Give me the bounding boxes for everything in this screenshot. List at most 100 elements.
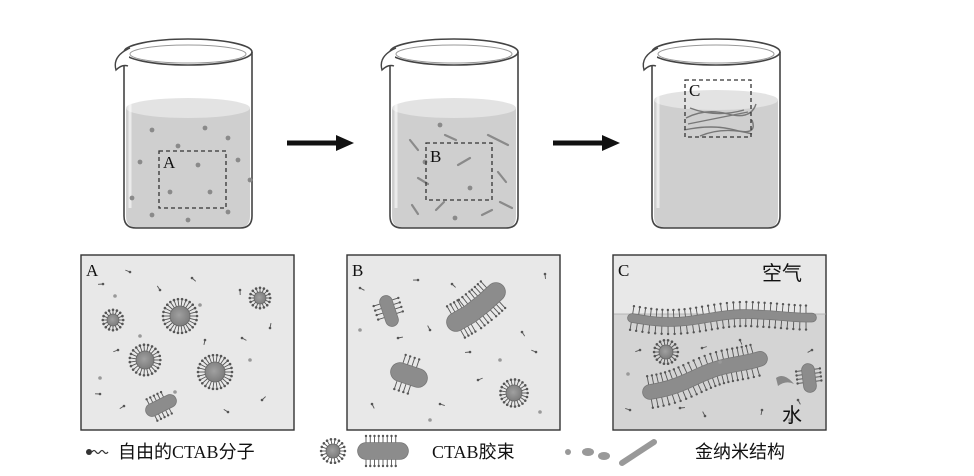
- ctab-head: [731, 347, 733, 349]
- ctab-head: [521, 331, 524, 334]
- water-label: 水: [782, 406, 802, 426]
- ctab-head: [713, 304, 715, 306]
- ctab-head: [135, 371, 138, 374]
- ctab-head: [506, 380, 509, 383]
- ctab-head: [819, 371, 821, 373]
- gold-seed: [113, 294, 117, 298]
- ctab-head: [108, 309, 111, 312]
- ctab-head: [102, 283, 105, 286]
- ctab-head: [733, 325, 735, 327]
- ctab-particle: [186, 218, 191, 223]
- ctab-particle: [226, 136, 231, 141]
- ctab-head: [227, 411, 230, 414]
- ctab-head: [390, 435, 392, 437]
- ctab-head: [776, 302, 778, 304]
- rod-core: [808, 370, 810, 386]
- gold-seed: [98, 376, 102, 380]
- ctab-head: [378, 435, 380, 437]
- panel-c-label: C: [618, 262, 629, 279]
- micelle-core: [254, 292, 266, 304]
- micelle-core: [170, 306, 190, 326]
- ctab-head: [774, 326, 776, 328]
- beaker-solution: [392, 108, 516, 228]
- ctab-head: [173, 299, 176, 302]
- ctab-head: [654, 355, 657, 358]
- gold-rod: [622, 442, 654, 463]
- gold-seed: [626, 372, 630, 376]
- ctab-head: [518, 404, 521, 407]
- ctab-head: [169, 301, 172, 304]
- legend-micelle-text: CTAB胶束: [432, 443, 515, 461]
- ctab-head: [195, 319, 198, 322]
- ctab-head: [663, 362, 666, 365]
- micelle-core: [107, 314, 119, 326]
- beaker-rim-inner: [130, 45, 246, 63]
- ctab-head: [160, 418, 162, 420]
- ctab-head: [518, 379, 521, 382]
- ctab-head: [704, 415, 707, 418]
- ctab-head: [375, 314, 377, 316]
- panel-frame: [81, 255, 294, 430]
- ctab-head: [223, 357, 226, 360]
- ctab-head: [154, 348, 157, 351]
- ctab-head: [654, 347, 657, 350]
- ctab-head: [500, 386, 503, 389]
- arrow-head: [336, 135, 354, 151]
- ctab-head: [166, 303, 169, 306]
- ctab-head: [732, 301, 734, 303]
- ctab-head: [723, 382, 725, 384]
- ctab-head: [162, 315, 165, 318]
- ctab-head: [212, 388, 215, 391]
- ctab-head: [157, 351, 160, 354]
- ctab-head: [204, 339, 207, 342]
- ctab-head: [526, 388, 529, 391]
- ctab-head: [377, 318, 379, 320]
- ctab-head: [654, 332, 656, 334]
- ctab-head: [374, 309, 376, 311]
- ctab-head: [229, 363, 232, 366]
- ctab-head: [667, 339, 670, 342]
- ctab-head: [650, 308, 652, 310]
- ctab-head: [151, 345, 154, 348]
- ctab-head: [338, 439, 341, 442]
- ctab-head: [112, 309, 115, 312]
- ctab-head: [129, 361, 132, 364]
- ctab-head: [544, 273, 547, 276]
- ctab-head: [750, 325, 752, 327]
- ctab-head: [820, 379, 822, 381]
- ctab-head: [510, 405, 513, 408]
- ctab-head: [320, 450, 323, 453]
- ctab-particle: [203, 126, 208, 131]
- ctab-head: [680, 332, 682, 334]
- ctab-head: [465, 293, 467, 295]
- ctab-head: [393, 388, 395, 390]
- ctab-head: [208, 355, 211, 358]
- ctab-head: [480, 280, 482, 282]
- ctab-head: [341, 442, 344, 445]
- beaker-solution: [654, 100, 778, 228]
- ctab-head: [188, 329, 191, 332]
- ctab-head: [678, 308, 680, 310]
- ctab-head: [819, 367, 821, 369]
- ctab-head: [467, 334, 469, 336]
- ctab-head: [768, 326, 770, 328]
- ctab-head: [782, 303, 784, 305]
- ctab-head: [162, 311, 165, 314]
- ctab-head: [166, 326, 169, 329]
- ctab-head: [185, 331, 188, 334]
- ctab-head: [208, 387, 211, 390]
- ctab-head: [799, 304, 801, 306]
- rod-core: [400, 372, 418, 378]
- ctab-head: [648, 331, 650, 333]
- ctab-head: [407, 392, 409, 394]
- ctab-head: [123, 405, 126, 408]
- ctab-head: [672, 309, 674, 311]
- beaker-c-label: C: [689, 82, 700, 99]
- ctab-head: [147, 374, 150, 377]
- ctab-head: [323, 457, 326, 460]
- ctab-head: [269, 297, 272, 300]
- gold-seed: [538, 410, 542, 414]
- ctab-head: [169, 329, 172, 332]
- ctab-head: [786, 327, 788, 329]
- beaker-rim: [652, 39, 780, 65]
